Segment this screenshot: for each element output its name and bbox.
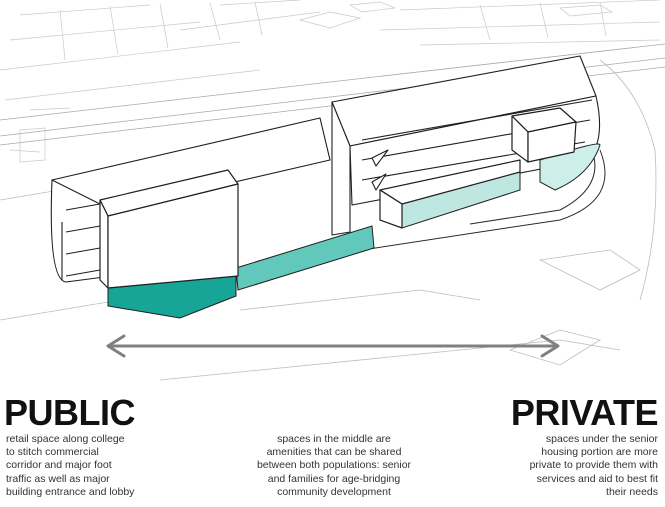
public-block [99,169,239,289]
curved-walkway [249,149,606,269]
private-block [511,107,577,163]
private-description-line: their needs [606,485,658,498]
public-private-arrow [106,334,560,358]
massing-diagram [0,0,665,381]
shared-description-line: amenities that can be shared [266,446,402,459]
private-heading: PRIVATE [510,392,659,433]
private-description-line: private to provide them with [529,459,658,472]
public-description-line: building entrance and lobby [6,485,135,498]
shared-ground-floor [235,225,375,291]
public-description: retail space along college to stitch com… [6,433,134,499]
private-description-line: spaces under the senior [545,433,658,445]
public-description-line: retail space along college [6,433,125,445]
shared-description-line: community development [277,485,391,498]
private-description: spaces under the senior housing portion … [530,433,658,499]
private-description-line: services and aid to best fit [536,472,658,485]
shared-description-line: spaces in the middle are [277,433,391,445]
shared-description-line: between both populations: senior [256,459,412,472]
private-description-line: housing portion are more [541,446,658,459]
public-heading: PUBLIC [4,392,136,433]
ground-plane [0,59,657,381]
shared-description-line: and families for age-bridging [267,472,401,485]
shared-block [379,159,521,229]
public-description-line: corridor and major foot [6,459,112,472]
public-description-line: to stitch commercial [6,446,99,459]
shared-description: spaces in the middle are amenities that … [234,433,434,499]
context-city-blocks [0,0,661,163]
public-description-line: traffic as well as major [6,472,110,485]
